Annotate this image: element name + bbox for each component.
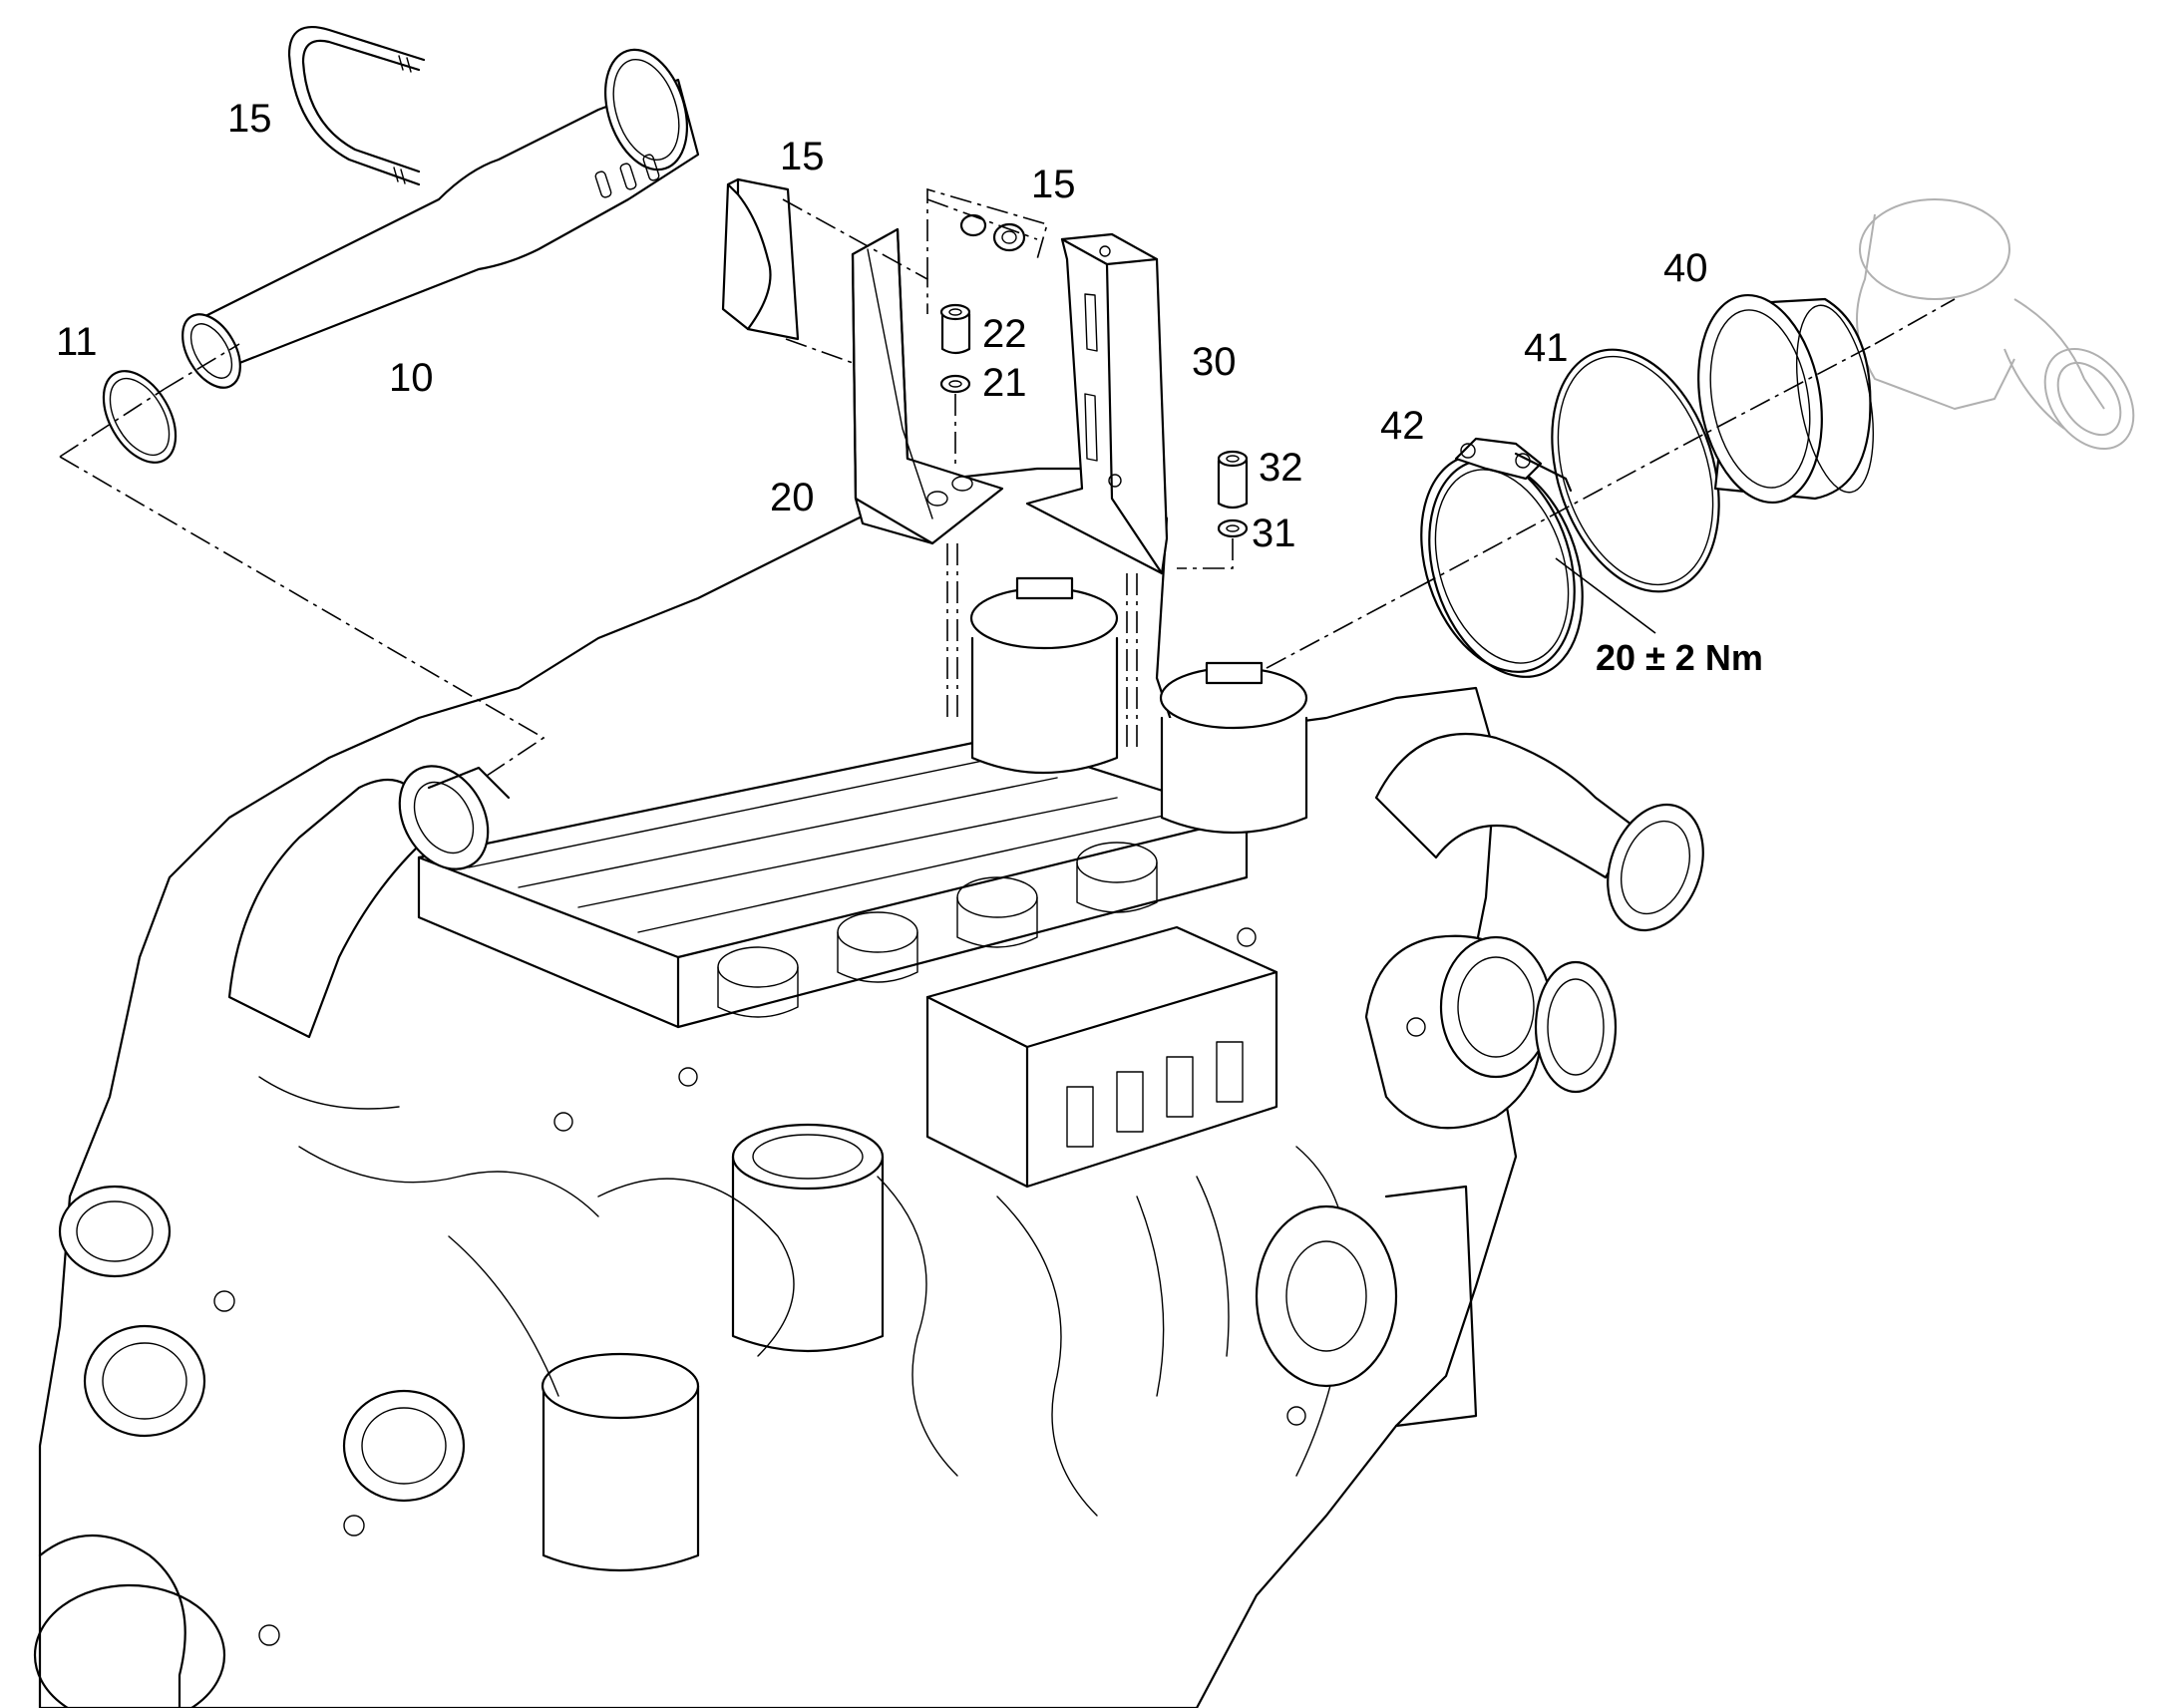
u-bolt-part-15 bbox=[287, 25, 426, 186]
callout-22: 22 bbox=[982, 312, 1027, 356]
callout-15-clamp: 15 bbox=[780, 135, 825, 178]
pipe-clamp-part-15 bbox=[721, 177, 800, 341]
seal-ring-part-11 bbox=[102, 370, 178, 464]
callout-10: 10 bbox=[389, 356, 434, 400]
torque-spec-label: 20 ± 2 Nm bbox=[1596, 637, 1763, 678]
nut-part-15 bbox=[959, 213, 1026, 252]
bolt-part-22 bbox=[939, 303, 971, 355]
callout-20: 20 bbox=[770, 476, 815, 519]
callout-41: 41 bbox=[1524, 326, 1569, 370]
exhaust-pipe-part-10 bbox=[182, 48, 700, 389]
seal-ring-part-41 bbox=[1551, 348, 1720, 593]
callout-31: 31 bbox=[1252, 512, 1296, 555]
washer-part-21 bbox=[939, 374, 971, 394]
assembly-centerlines bbox=[59, 187, 1956, 779]
bracket-part-20 bbox=[851, 227, 1004, 545]
engine-assembly bbox=[33, 467, 1704, 1708]
callout-11: 11 bbox=[56, 320, 98, 364]
bolt-part-32 bbox=[1217, 450, 1249, 510]
turbo-outlet-ghost bbox=[1856, 198, 2135, 451]
callout-21: 21 bbox=[982, 361, 1027, 405]
callout-labels: 15 11 10 15 15 22 21 20 30 32 31 42 41 4… bbox=[56, 97, 1763, 678]
callout-15-nut: 15 bbox=[1031, 163, 1076, 206]
torque-leader-line bbox=[1555, 557, 1656, 634]
callout-15-top-left: 15 bbox=[227, 97, 272, 141]
callout-40: 40 bbox=[1663, 246, 1708, 290]
bracket-part-30 bbox=[1025, 232, 1169, 575]
callout-32: 32 bbox=[1259, 446, 1303, 490]
washer-part-31 bbox=[1217, 518, 1249, 538]
v-band-clamp-part-42 bbox=[1420, 437, 1584, 678]
callout-42: 42 bbox=[1380, 404, 1425, 448]
adapter-flange-part-40 bbox=[1697, 293, 1874, 505]
callout-30: 30 bbox=[1192, 340, 1237, 384]
